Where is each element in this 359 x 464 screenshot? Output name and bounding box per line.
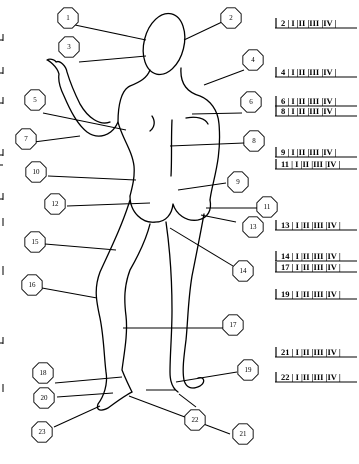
marker-17: 17 (223, 315, 243, 335)
marker-number: 16 (29, 281, 37, 289)
marker-number: 8 (252, 137, 256, 145)
grade-row-text: 21 | I |II |III |IV | (281, 347, 341, 357)
neck-and-right-side (181, 68, 220, 200)
grade-row: 14 | I |II |III |IV | (275, 251, 357, 261)
grade-row-text: 22 | I |II |III |IV | (281, 372, 341, 382)
grade-row: 21 | I |II |III |IV | (275, 347, 357, 357)
right-blade (186, 117, 208, 124)
marker-23: 23 (32, 422, 52, 442)
marker-4: 4 (243, 50, 263, 70)
left-edge-marks (0, 34, 3, 392)
marker-9: 9 (228, 172, 248, 192)
grade-row: 4 | I |II |III |IV | (275, 67, 357, 77)
marker-number: 13 (250, 223, 258, 231)
marker-3: 3 (59, 37, 79, 57)
grade-row-text: 11 | I |II |III |IV | (281, 159, 340, 169)
marker-number: 19 (245, 366, 253, 374)
grade-row-text: 8 | I |II |III |IV | (281, 106, 337, 116)
marker-10: 10 (26, 162, 46, 182)
marker-number: 12 (52, 200, 60, 208)
grade-row: 17 | I |II |III |IV | (275, 262, 357, 272)
marker-13: 13 (243, 217, 263, 237)
marker-11: 11 (257, 197, 277, 217)
marker-number: 20 (41, 394, 49, 402)
marker-number: 14 (240, 267, 248, 275)
marker-22: 22 (185, 410, 205, 430)
grade-row: 6 | I |II |III |IV | (275, 96, 357, 106)
left-arm (47, 59, 118, 136)
grade-row-text: 13 | I |II |III |IV | (281, 220, 341, 230)
grade-row-text: 19 | I |II |III |IV | (281, 289, 341, 299)
grade-row: 19 | I |II |III |IV | (275, 289, 357, 299)
right-inner-leg (166, 222, 178, 392)
marker-number: 11 (264, 203, 271, 211)
grade-rows: 2 | I |II |III |IV | 4 | I |II |III |IV |… (275, 18, 357, 382)
grade-row-text: 2 | I |II |III |IV | (281, 18, 337, 28)
marker-number: 4 (251, 56, 255, 64)
marker-number: 7 (24, 135, 28, 143)
marker-number: 15 (32, 238, 40, 246)
marker-2: 2 (221, 8, 241, 28)
head (137, 9, 191, 79)
buttocks (130, 196, 211, 222)
marker-8: 8 (244, 131, 264, 151)
grade-row-text: 17 | I |II |III |IV | (281, 262, 341, 272)
body-outline (47, 9, 220, 410)
marker-19: 19 (238, 360, 258, 380)
marker-number: 9 (236, 178, 240, 186)
marker-1: 1 (58, 8, 78, 28)
marker-number: 22 (192, 416, 200, 424)
marker-16: 16 (22, 275, 42, 295)
grade-row: 2 | I |II |III |IV | (275, 18, 357, 28)
left-shoulder (118, 70, 150, 122)
grade-row-text: 14 | I |II |III |IV | (281, 251, 341, 261)
grade-row: 13 | I |II |III |IV | (275, 220, 357, 230)
marker-5: 5 (25, 90, 45, 110)
marker-18: 18 (33, 363, 53, 383)
marker-number: 18 (40, 369, 48, 377)
marker-number: 1 (66, 14, 70, 22)
grade-row: 22 | I |II |III |IV | (275, 372, 357, 382)
marker-15: 15 (25, 232, 45, 252)
marker-number: 6 (249, 98, 253, 106)
marker-number: 10 (33, 168, 41, 176)
marker-number: 2 (229, 14, 233, 22)
right-leg (183, 214, 204, 388)
grade-row: 11 | I |II |III |IV | (275, 159, 357, 169)
grade-row: 9 | I |II |III |IV | (275, 147, 357, 157)
grade-row-text: 4 | I |II |III |IV | (281, 67, 337, 77)
marker-20: 20 (34, 388, 54, 408)
marker-7: 7 (16, 129, 36, 149)
grade-row-text: 9 | I |II |III |IV | (281, 147, 337, 157)
marker-number: 3 (67, 43, 71, 51)
marker-number: 17 (230, 321, 238, 329)
spine (171, 120, 172, 176)
marker-12: 12 (45, 194, 65, 214)
marker-6: 6 (241, 92, 261, 112)
marker-21: 21 (233, 424, 253, 444)
marker-number: 5 (33, 96, 37, 104)
leader-lines (34, 22, 259, 434)
grade-row: 8 | I |II |III |IV | (275, 106, 357, 116)
marker-14: 14 (233, 261, 253, 281)
shoulder-blade (150, 116, 154, 131)
grade-row-text: 6 | I |II |III |IV | (281, 96, 337, 106)
back-left-side (118, 122, 134, 196)
left-inner-leg (122, 224, 150, 392)
marker-number: 23 (39, 428, 47, 436)
marker-number: 21 (240, 430, 248, 438)
